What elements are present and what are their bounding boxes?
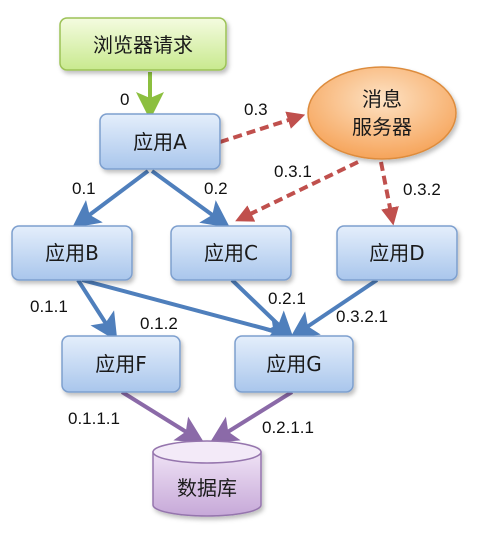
message-server-ellipse	[307, 66, 457, 160]
edge-label-0-1-2: 0.1.2	[140, 314, 178, 333]
edge-label-0-3: 0.3	[244, 100, 268, 119]
node-app-d: 应用D	[336, 225, 458, 281]
message-server-label-line2: 服务器	[352, 115, 412, 139]
arrow-app-g-to-db	[209, 390, 294, 444]
node-app-f: 应用F	[61, 335, 181, 393]
node-message-server: 消息 服务器	[307, 66, 457, 160]
edge-label-0-2: 0.2	[204, 179, 228, 198]
app-b-box	[11, 225, 133, 281]
database-cylinder-top	[152, 440, 262, 464]
app-a-label: 应用A	[133, 130, 187, 154]
app-d-box	[336, 225, 458, 281]
app-b-label: 应用B	[45, 241, 99, 265]
edge-label-0-3-1: 0.3.1	[274, 162, 312, 181]
browser-request-label: 浏览器请求	[93, 33, 193, 57]
arrow-app-c-to-app-g	[230, 278, 295, 340]
edges	[72, 72, 399, 444]
database-label: 数据库	[177, 476, 237, 500]
node-browser-request: 浏览器请求	[59, 17, 227, 71]
app-c-label: 应用C	[204, 241, 258, 265]
arrow-mq-to-app-d	[379, 161, 399, 226]
node-database: 数据库	[152, 440, 262, 517]
arrow-app-a-to-app-b	[72, 169, 150, 228]
edge-labels: 0 0.3 0.1 0.2 0.3.1 0.3.2 0.1.1 0.1.2 0.…	[30, 90, 441, 437]
node-app-g: 应用G	[234, 335, 354, 393]
arrow-mq-to-app-c	[235, 160, 359, 222]
app-f-label: 应用F	[95, 352, 147, 376]
edge-label-0-2-1: 0.2.1	[268, 289, 306, 308]
edge-label-0-1-1-1: 0.1.1.1	[68, 409, 120, 428]
arrow-app-a-to-mq	[219, 111, 306, 144]
edge-label-0-1-1: 0.1.1	[30, 297, 68, 316]
node-app-c: 应用C	[170, 225, 292, 281]
app-g-label: 应用G	[266, 352, 322, 376]
node-app-a: 应用A	[99, 113, 221, 170]
nodes: 浏览器请求 应用A 消息 服务器 应用B 应用C 应用D	[11, 17, 458, 517]
edge-label-0-3-2: 0.3.2	[403, 180, 441, 199]
app-g-box	[234, 335, 354, 393]
arrow-app-f-to-db	[120, 390, 205, 444]
arrow-app-a-to-app-c	[150, 169, 231, 228]
app-f-box	[61, 335, 181, 393]
arrow-app-d-to-app-g	[289, 278, 379, 339]
app-c-box	[170, 225, 292, 281]
message-server-label-line1: 消息	[362, 87, 402, 111]
edge-label-0: 0	[120, 90, 129, 109]
edge-label-0-1: 0.1	[72, 179, 96, 198]
app-d-label: 应用D	[369, 241, 424, 265]
edge-label-0-3-2-1: 0.3.2.1	[336, 307, 388, 326]
database-cylinder-body	[152, 451, 262, 517]
browser-request-box	[59, 17, 227, 71]
arrow-app-b-to-app-f	[76, 278, 118, 342]
arrow-app-b-to-app-g	[81, 278, 295, 343]
node-app-b: 应用B	[11, 225, 133, 281]
app-a-box	[99, 113, 221, 170]
edge-label-0-2-1-1: 0.2.1.1	[262, 418, 314, 437]
